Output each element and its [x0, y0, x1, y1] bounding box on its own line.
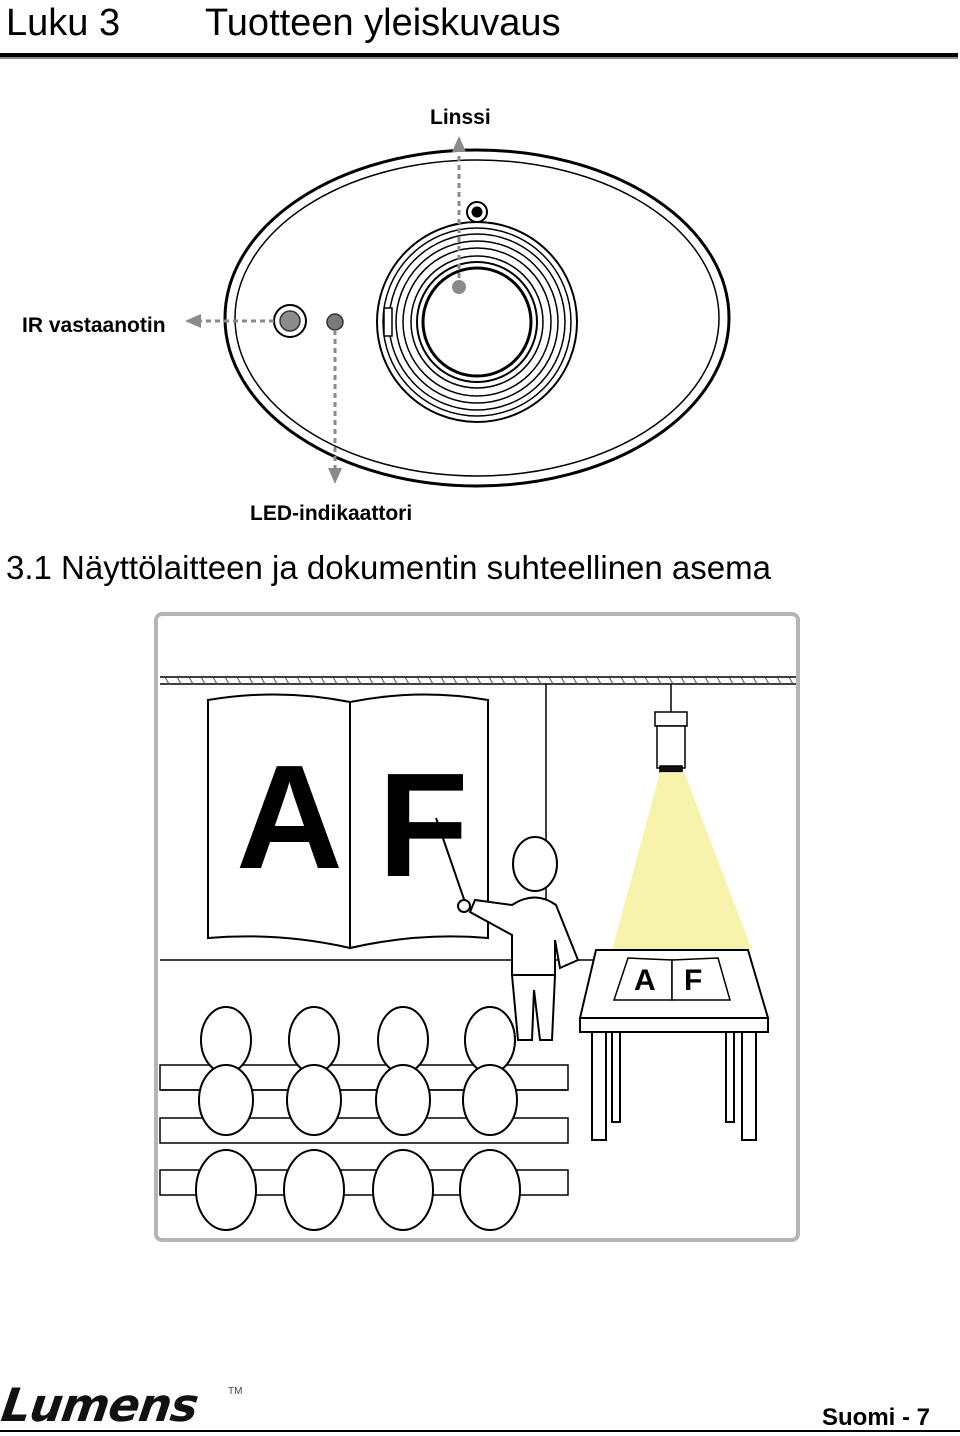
lumens-logo: Lumens [0, 1378, 202, 1432]
lens-glass [421, 266, 533, 378]
arrow-lens [452, 136, 466, 152]
header-rule [0, 53, 958, 59]
camera-body-outer [223, 148, 731, 488]
ceiling-rail [160, 676, 796, 685]
audience [195, 1006, 521, 1231]
label-ir-receiver: IR vastaanotin [22, 314, 166, 337]
chapter-title: Tuotteen yleiskuvaus [205, 2, 561, 44]
arrow-led [328, 468, 342, 484]
ceiling-camera [654, 684, 688, 773]
camera-front-diagram [185, 136, 731, 488]
footer-rule [0, 1430, 960, 1432]
arrow-ir [185, 314, 201, 328]
teacher [435, 817, 580, 1041]
projection-screen [207, 693, 489, 950]
chapter-header: Luku 3 Tuotteen yleiskuvaus [0, 0, 960, 60]
screen-letter-a: A [236, 735, 343, 900]
screen-letter-f: F [378, 743, 468, 908]
page-number: Suomi - 7 [822, 1404, 931, 1431]
label-led-indicator: LED-indikaattori [250, 502, 413, 525]
top-button [466, 201, 488, 223]
lens-ring [376, 221, 578, 423]
document-letter-a: A [634, 964, 656, 997]
document-letter-f: F [684, 964, 702, 997]
section-heading: 3.1 Näyttölaitteen ja dokumentin suhteel… [6, 549, 771, 586]
light-beam [612, 772, 752, 950]
trademark: TM [228, 1386, 243, 1397]
camera-body-inner [234, 159, 720, 477]
document [612, 957, 731, 1001]
led-indicator [326, 313, 344, 331]
classroom-illustration: A F A F [154, 612, 800, 1242]
chapter-number: Luku 3 [6, 2, 121, 44]
label-lens: Linssi [430, 106, 491, 129]
